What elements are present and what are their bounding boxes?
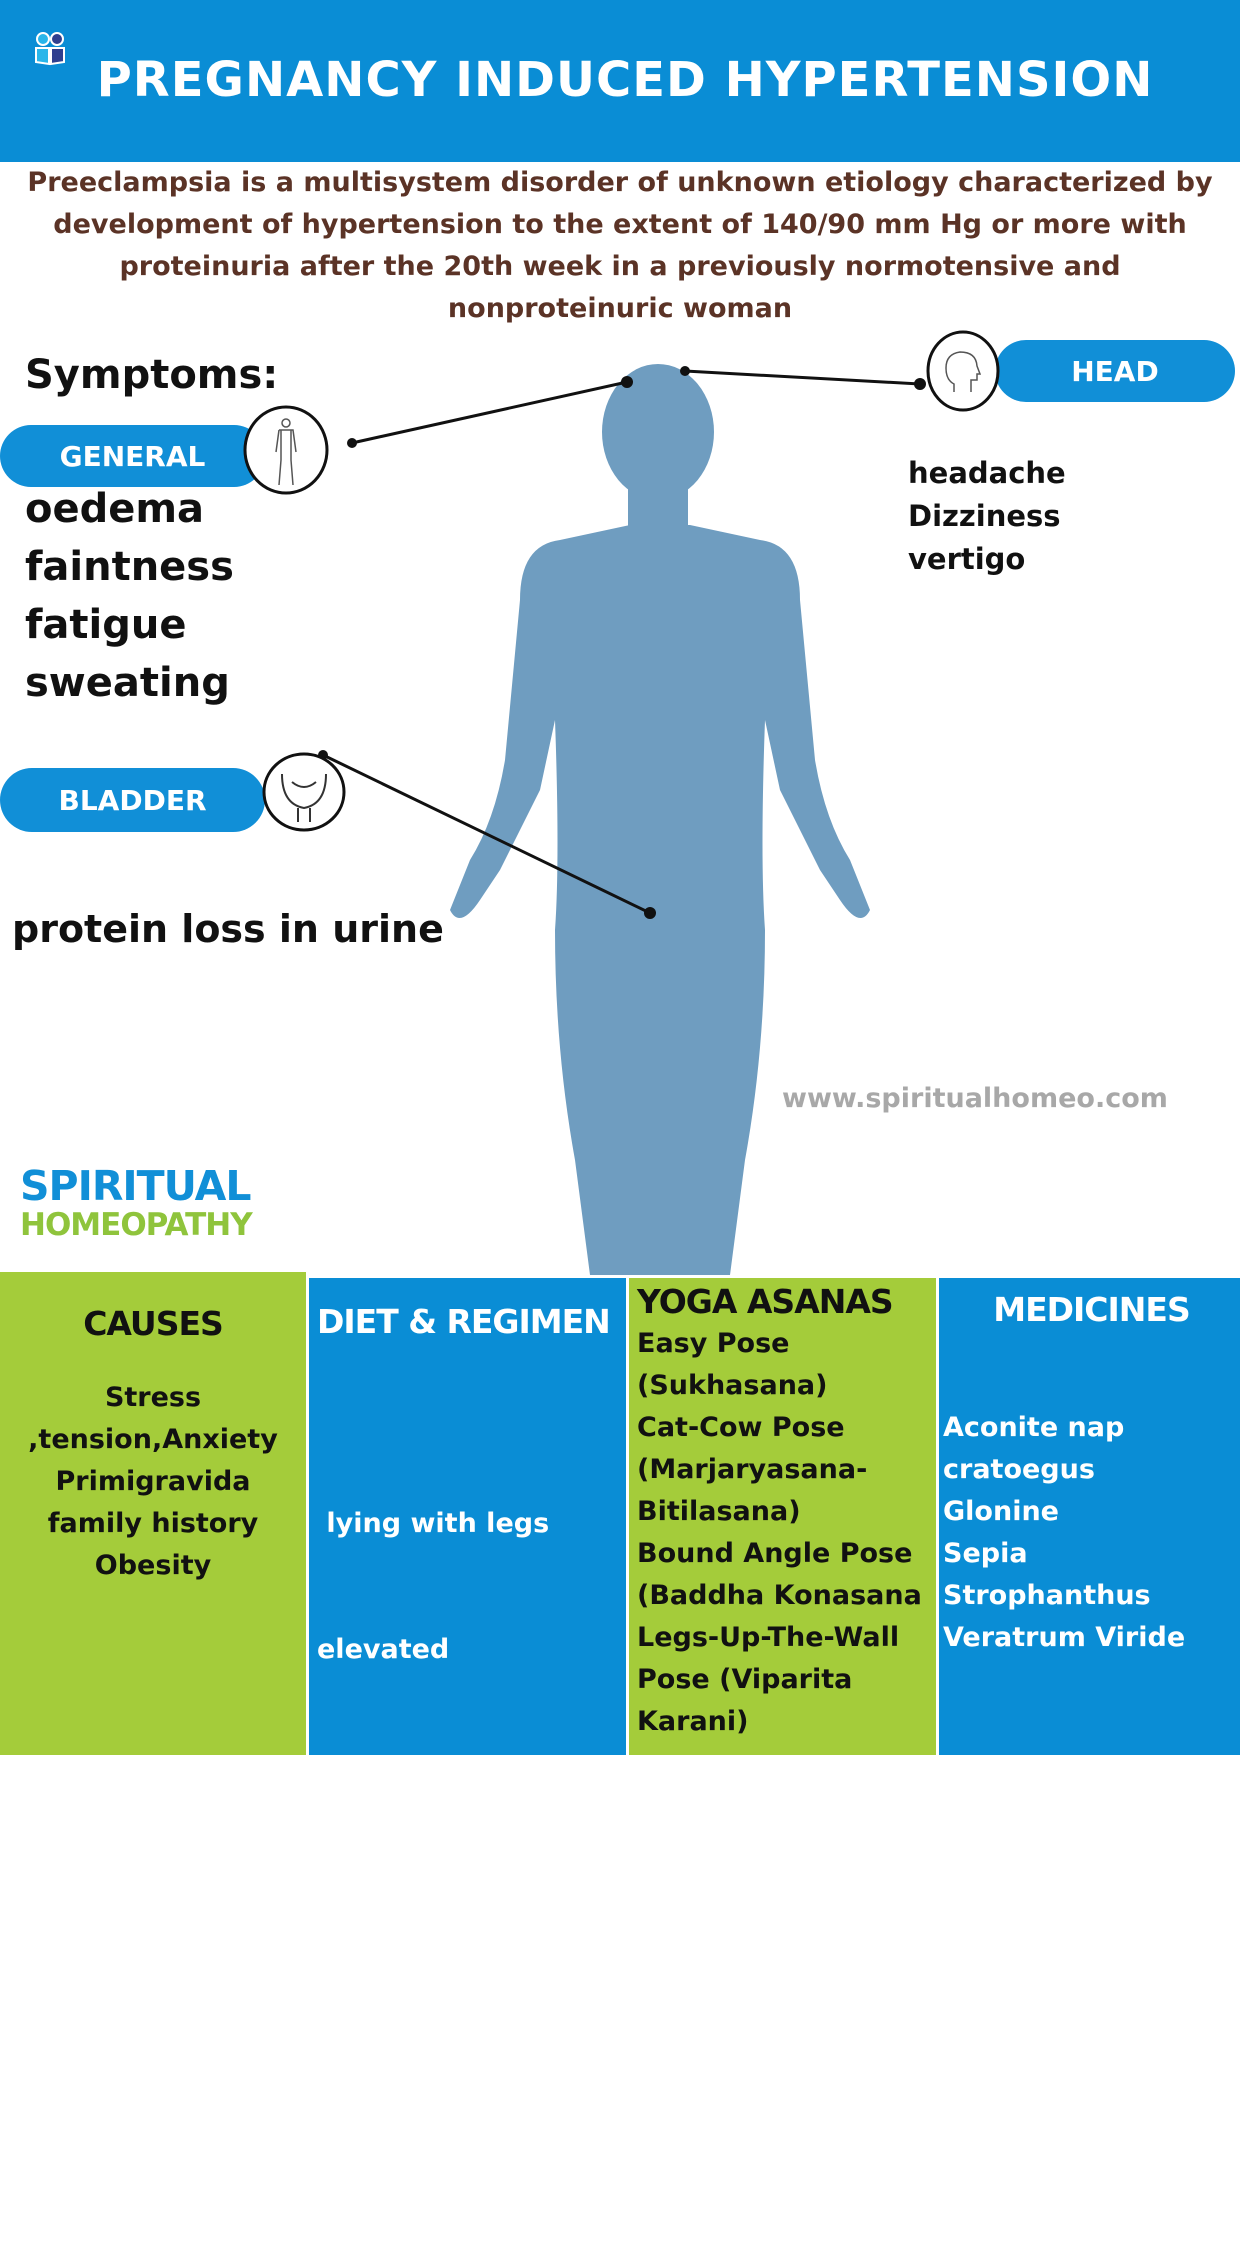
general-symptoms-list: oedema faintness fatigue sweating: [25, 480, 234, 712]
page-title: PREGNANCY INDUCED HYPERTENSION: [96, 52, 1154, 108]
definition-text: Preeclampsia is a multisystem disorder o…: [27, 167, 1213, 324]
website-url[interactable]: www.spiritualhomeo.com: [782, 1083, 1168, 1114]
cause-item: Stress: [104, 1382, 202, 1413]
yoga-item: (Sukhasana): [637, 1370, 828, 1401]
yoga-item: Karani): [637, 1706, 749, 1737]
yoga-title: YOGA ASANAS: [637, 1282, 894, 1321]
symptom-item: Dizziness: [908, 499, 1061, 533]
cause-item: family history: [47, 1508, 259, 1539]
symptom-item: headache: [908, 456, 1066, 490]
diet-item: lying with legs: [317, 1508, 550, 1539]
general-label: GENERAL: [0, 425, 265, 487]
medicine-item: Veratrum Viride: [943, 1622, 1186, 1653]
yoga-item: Pose (Viparita: [637, 1664, 853, 1695]
diet-item: Rest: [317, 1760, 386, 1791]
yoga-item: Bitilasana): [637, 1496, 801, 1527]
brand-name-line2: HOMEOPATHY: [20, 1207, 253, 1243]
yoga-item: Easy Pose: [637, 1328, 790, 1359]
symptom-item: faintness: [25, 544, 234, 590]
header-banner: [0, 0, 1240, 162]
diet-column: DIET & REGIMEN lying with legs elevated …: [309, 1278, 626, 2169]
diet-item: Reduce stress and: [317, 2012, 598, 2043]
medicine-item: Glonine: [943, 1496, 1059, 1527]
head-label: HEAD: [995, 340, 1235, 402]
causes-title: CAUSES: [83, 1304, 224, 1343]
causes-column: CAUSES Stress ,tension,Anxiety Primigrav…: [0, 1272, 306, 1755]
full-body-icon: [243, 405, 329, 495]
bladder-symptom: protein loss in urine: [12, 907, 444, 951]
yoga-item: Legs-Up-The-Wall: [637, 1622, 900, 1653]
cause-item: ,tension,Anxiety: [28, 1424, 278, 1455]
brand-name-line1: SPIRITUAL: [20, 1162, 252, 1210]
head-symptoms-list: headache Dizziness vertigo: [908, 452, 1066, 581]
bladder-icon: [262, 752, 346, 832]
symptom-item: fatigue: [25, 602, 187, 648]
human-body-figure: [318, 364, 926, 1275]
medicine-item: Sepia: [943, 1538, 1028, 1569]
diet-title: DIET & REGIMEN: [317, 1302, 611, 1341]
medicine-item: Aconite nap: [943, 1412, 1125, 1443]
diet-item: elevated: [317, 1634, 450, 1665]
symptoms-heading: Symptoms:: [25, 352, 279, 398]
diet-item: anxiety: [317, 2138, 430, 2169]
medicine-item: cratoegus: [943, 1454, 1095, 1485]
head-icon: [926, 330, 1000, 412]
medicine-item: Strophanthus: [943, 1580, 1151, 1611]
medicines-title: MEDICINES: [993, 1290, 1190, 1329]
yoga-item: Cat-Cow Pose: [637, 1412, 845, 1443]
yoga-item: (Marjaryasana-: [637, 1454, 868, 1485]
people-logo-icon: [35, 32, 65, 66]
yoga-item: (Baddha Konasana: [637, 1580, 922, 1611]
medicines-column: MEDICINES Aconite nap cratoegus Glonine …: [939, 1278, 1240, 1755]
yoga-item: Bound Angle Pose: [637, 1538, 913, 1569]
yoga-column: YOGA ASANAS Easy Pose (Sukhasana) Cat-Co…: [629, 1278, 936, 1755]
symptom-item: oedema: [25, 486, 205, 532]
cause-item: Primigravida: [55, 1466, 251, 1497]
bladder-label: BLADDER: [0, 768, 265, 832]
diet-item: Salt Restriction: [317, 1886, 553, 1917]
symptom-item: vertigo: [908, 542, 1026, 576]
symptom-item: sweating: [25, 660, 230, 706]
cause-item: Obesity: [94, 1550, 212, 1581]
